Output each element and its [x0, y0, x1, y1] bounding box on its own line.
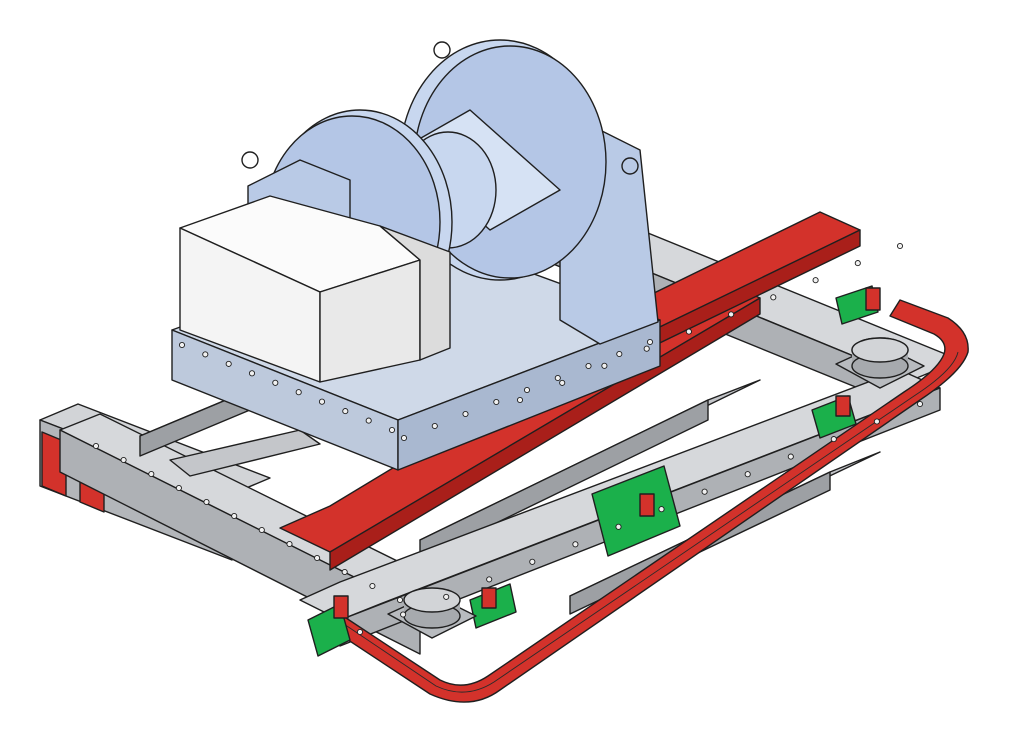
bolt	[369, 582, 376, 590]
bolt	[231, 512, 238, 520]
bolt	[585, 362, 592, 370]
bolt	[616, 350, 623, 358]
bolt	[178, 341, 186, 349]
bolt	[203, 498, 210, 506]
bolt	[516, 396, 524, 404]
bolt	[295, 389, 302, 396]
bolt	[658, 506, 665, 513]
lug-mid	[639, 493, 655, 517]
bolt	[92, 442, 100, 450]
bolt	[248, 370, 256, 377]
bolt	[916, 400, 924, 408]
buffer-pads	[387, 337, 925, 639]
bolt	[462, 410, 469, 418]
bolt	[615, 523, 622, 530]
bolt	[486, 576, 493, 583]
bolt	[286, 540, 293, 548]
gear-cover-side	[379, 225, 451, 361]
bolt	[120, 456, 127, 464]
bolt	[202, 351, 209, 358]
bolt	[529, 558, 536, 565]
bolt	[175, 484, 182, 492]
bolt-pattern	[92, 242, 924, 636]
bolt	[400, 611, 407, 618]
bolt	[148, 470, 155, 478]
bolt	[443, 593, 450, 600]
base-plate-side	[397, 319, 661, 471]
lifting-lugs	[333, 287, 881, 619]
bolt	[572, 541, 579, 548]
bolt	[787, 453, 794, 460]
bolt	[685, 328, 692, 335]
bolt	[830, 436, 837, 443]
bolt	[523, 386, 531, 394]
bolt	[744, 471, 751, 478]
bolt	[601, 362, 608, 369]
bolt	[812, 277, 819, 284]
lug-rear-right	[865, 287, 881, 311]
shackle-right	[621, 157, 639, 175]
bolt	[396, 596, 404, 604]
bolt	[896, 242, 904, 250]
bumper-pipe-highlight	[337, 351, 959, 693]
bolt	[341, 568, 348, 576]
bolt	[225, 360, 232, 367]
green-pad-front-mid	[591, 465, 681, 557]
bolt	[318, 398, 326, 405]
lug-rear-right-2	[835, 395, 851, 417]
red-bumper-pipe	[329, 299, 969, 703]
bolt	[728, 311, 735, 318]
bolt	[646, 338, 654, 346]
bolt	[493, 398, 500, 406]
bolt	[431, 422, 438, 430]
bolt	[272, 379, 279, 386]
bolt	[314, 554, 321, 562]
bolt	[258, 526, 265, 534]
diagonal-brace	[169, 429, 321, 477]
lug-front-mid	[481, 587, 497, 609]
bumper-pipe-body	[329, 299, 969, 703]
shackle-left	[241, 151, 259, 169]
bolt	[873, 418, 880, 425]
lug-front-left	[333, 595, 349, 619]
bolt	[342, 408, 349, 415]
bolt	[854, 260, 861, 267]
bolt	[388, 426, 396, 434]
bolt	[770, 294, 777, 301]
bolt	[559, 379, 566, 386]
bolt	[554, 374, 561, 382]
bolt	[356, 628, 364, 636]
shackle-top-rear	[433, 41, 451, 59]
bolt	[643, 345, 650, 352]
gear-cover-box	[179, 195, 451, 383]
buffer-cylinder-front	[403, 587, 461, 613]
bolt	[701, 488, 708, 495]
bolt	[400, 434, 408, 442]
bolt	[365, 417, 372, 424]
